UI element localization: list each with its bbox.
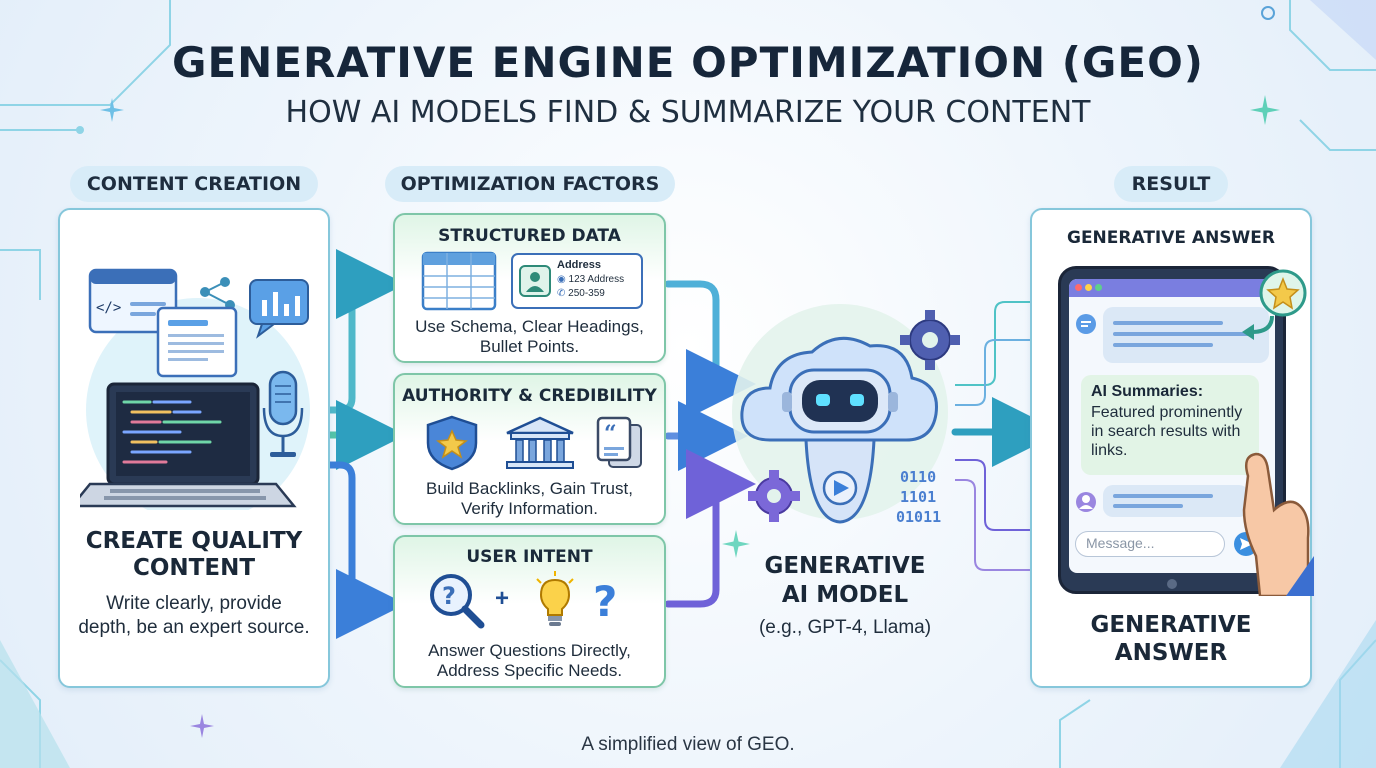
bank-building-icon xyxy=(506,416,574,469)
factor-title: AUTHORITY & CREDIBILITY xyxy=(402,386,657,406)
badge-arrow xyxy=(1242,315,1274,340)
result-panel: GENERATIVE ANSWER AI Summaries: Featured… xyxy=(1030,208,1314,688)
section-label-content-creation: CONTENT CREATION xyxy=(70,166,318,202)
chart-chat-icon xyxy=(249,279,309,339)
factor-desc-line1: Build Backlinks, Gain Trust, xyxy=(426,479,633,498)
content-desc-line2: depth, be an expert source. xyxy=(78,617,310,638)
svg-text:“: “ xyxy=(604,421,617,447)
person-icon xyxy=(519,265,551,297)
content-heading-line1: CREATE QUALITY xyxy=(85,528,303,554)
result-bottom-line2: ANSWER xyxy=(1114,640,1228,666)
binary-digits: 0110 1101 01011 xyxy=(896,468,941,526)
summary-line: Featured prominently xyxy=(1091,404,1243,421)
address-line1: 123 Address xyxy=(568,274,625,285)
chat-bubble xyxy=(1103,485,1249,517)
shield-star-icon xyxy=(426,415,478,471)
table-icon xyxy=(421,251,497,311)
microphone-icon xyxy=(262,370,304,457)
contact-card-icon: Address ◉ 123 Address ✆ 250-359 xyxy=(511,253,643,309)
content-creation-panel: </> xyxy=(58,208,330,688)
message-input[interactable]: Message... xyxy=(1075,531,1225,557)
model-title-line1: GENERATIVE xyxy=(764,553,926,579)
sparkle-icon xyxy=(100,98,124,122)
summary-title: AI Summaries: xyxy=(1091,383,1204,400)
factor-desc-line1: Answer Questions Directly, xyxy=(428,641,631,660)
factor-desc-line2: Address Specific Needs. xyxy=(436,661,623,680)
chat-icon xyxy=(1076,314,1096,334)
hand-icon xyxy=(1242,452,1314,596)
star-badge-icon xyxy=(1259,269,1307,317)
section-label-optimization-factors: OPTIMIZATION FACTORS xyxy=(385,166,675,202)
address-label: Address xyxy=(557,259,602,271)
quote-cards-icon: “ xyxy=(596,416,642,468)
svg-text:1101: 1101 xyxy=(900,488,936,506)
chat-bubble xyxy=(1103,307,1269,363)
model-title-line2: AI MODEL xyxy=(781,582,909,608)
tablet-icon: AI Summaries: Featured prominently in se… xyxy=(1058,266,1286,594)
screen-title-bar xyxy=(1069,279,1275,297)
share-nodes-icon xyxy=(200,277,235,310)
home-button xyxy=(1167,579,1177,589)
page-title: GENERATIVE ENGINE OPTIMIZATION (GEO) xyxy=(172,38,1204,87)
sparkle-icon xyxy=(1250,95,1280,125)
page-subtitle: HOW AI MODELS FIND & SUMMARIZE YOUR CONT… xyxy=(285,95,1091,130)
document-icon xyxy=(156,306,238,378)
svg-text:0110: 0110 xyxy=(900,468,936,486)
question-mark-icon: ? xyxy=(593,577,618,626)
model-examples: (e.g., GPT-4, Llama) xyxy=(758,617,932,638)
gear-icon xyxy=(900,310,960,370)
caption: A simplified view of GEO. xyxy=(581,734,795,755)
user-avatar-icon xyxy=(1076,492,1096,512)
plus-sign: + xyxy=(495,585,510,612)
code-window-icon: </> xyxy=(88,268,178,334)
sparkle-icon xyxy=(190,714,214,738)
summary-line: in search results with xyxy=(1091,423,1241,440)
address-line2: 250-359 xyxy=(568,288,605,299)
ai-model-illustration: 0110 1101 01011 xyxy=(732,304,960,526)
svg-text:?: ? xyxy=(442,582,456,610)
factor-title: STRUCTURED DATA xyxy=(438,226,621,246)
factor-desc-line2: Verify Information. xyxy=(460,499,598,518)
factor-title: USER INTENT xyxy=(466,547,593,567)
robot-icon xyxy=(782,368,898,524)
factor-card-structured-data: STRUCTURED DATA Address ◉ 123 Address ✆ … xyxy=(393,213,666,363)
result-bottom-line1: GENERATIVE xyxy=(1090,612,1252,638)
tablet-screen: AI Summaries: Featured prominently in se… xyxy=(1069,279,1275,573)
factor-card-user-intent: USER INTENT ? + ? Answer Questions Direc… xyxy=(393,535,666,688)
ai-summary-bubble: AI Summaries: Featured prominently in se… xyxy=(1081,375,1259,475)
magnifier-question-icon: ? xyxy=(430,574,485,629)
gear-icon xyxy=(748,470,800,522)
section-label-result: RESULT xyxy=(1114,166,1228,202)
summary-line: links. xyxy=(1091,442,1128,459)
lightbulb-icon xyxy=(536,571,574,626)
content-creation-illustration: </> xyxy=(80,268,310,510)
factor-desc-line1: Use Schema, Clear Headings, xyxy=(415,317,644,336)
content-heading-line2: CONTENT xyxy=(132,555,256,581)
content-desc-line1: Write clearly, provide xyxy=(106,593,282,614)
code-symbol: </> xyxy=(96,300,121,316)
location-pin-icon: ◉ xyxy=(557,274,566,285)
factor-desc-line2: Bullet Points. xyxy=(479,337,580,356)
svg-text:01011: 01011 xyxy=(896,508,941,526)
result-panel-title: GENERATIVE ANSWER xyxy=(1066,228,1276,248)
laptop-icon xyxy=(80,382,297,508)
phone-icon: ✆ xyxy=(557,288,566,299)
factor-card-authority: AUTHORITY & CREDIBILITY “ Build Backlink… xyxy=(393,373,666,525)
sparkle-icon xyxy=(722,530,750,558)
